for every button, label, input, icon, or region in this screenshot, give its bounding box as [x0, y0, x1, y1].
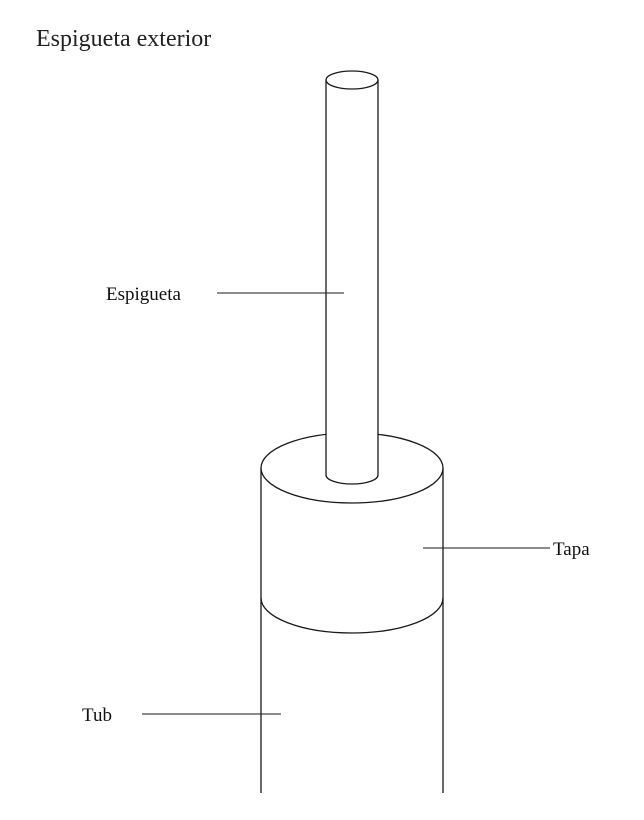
- cap-bottom-rim: [260, 597, 444, 634]
- label-espigueta-group: Espigueta: [106, 284, 344, 305]
- spigot-base-arc: [325, 474, 379, 485]
- spigot-top-face: [325, 70, 379, 90]
- spigot: [325, 70, 379, 485]
- tube: [260, 598, 444, 793]
- label-tub-group: Tub: [82, 705, 281, 726]
- label-tapa-group: Tapa: [423, 539, 590, 560]
- label-espigueta: Espigueta: [106, 284, 181, 305]
- label-tapa: Tapa: [553, 539, 590, 560]
- diagram-title: Espigueta exterior: [36, 26, 211, 52]
- label-tub: Tub: [82, 705, 112, 726]
